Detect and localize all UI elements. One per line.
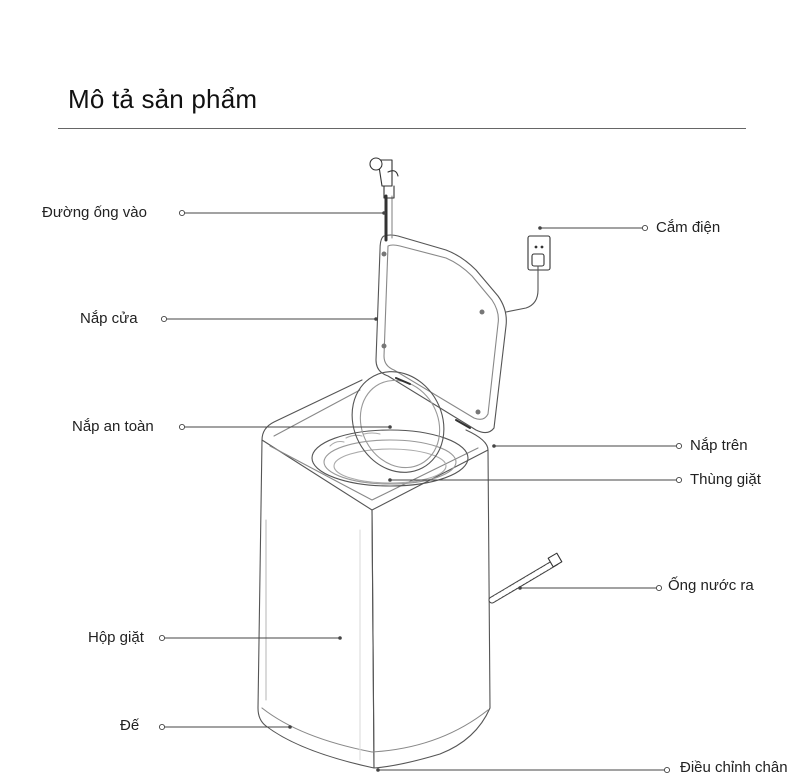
label-drain-hose: Ống nước ra bbox=[668, 577, 754, 594]
label-drum: Thùng giặt bbox=[690, 471, 761, 488]
inlet-hose bbox=[369, 157, 399, 242]
door-lid bbox=[375, 234, 507, 434]
machine-body bbox=[257, 379, 491, 769]
title-divider bbox=[58, 128, 746, 129]
power-plug bbox=[505, 235, 551, 313]
label-door-lid: Nắp cửa bbox=[80, 310, 138, 327]
label-feet: Điều chỉnh chân bbox=[680, 759, 788, 776]
label-top-cover: Nắp trên bbox=[690, 437, 748, 454]
label-power-plug: Cắm điện bbox=[656, 219, 721, 236]
label-body: Hộp giặt bbox=[88, 629, 144, 646]
label-inlet-hose: Đường ống vào bbox=[42, 204, 147, 221]
label-base: Đế bbox=[120, 717, 140, 734]
label-safety-lid: Nắp an toàn bbox=[72, 418, 154, 435]
drain-hose bbox=[488, 552, 563, 604]
safety-lid bbox=[351, 371, 445, 473]
drum-opening bbox=[311, 429, 469, 487]
page-title: Mô tả sản phẩm bbox=[68, 84, 258, 114]
leader-lines bbox=[158, 209, 683, 774]
